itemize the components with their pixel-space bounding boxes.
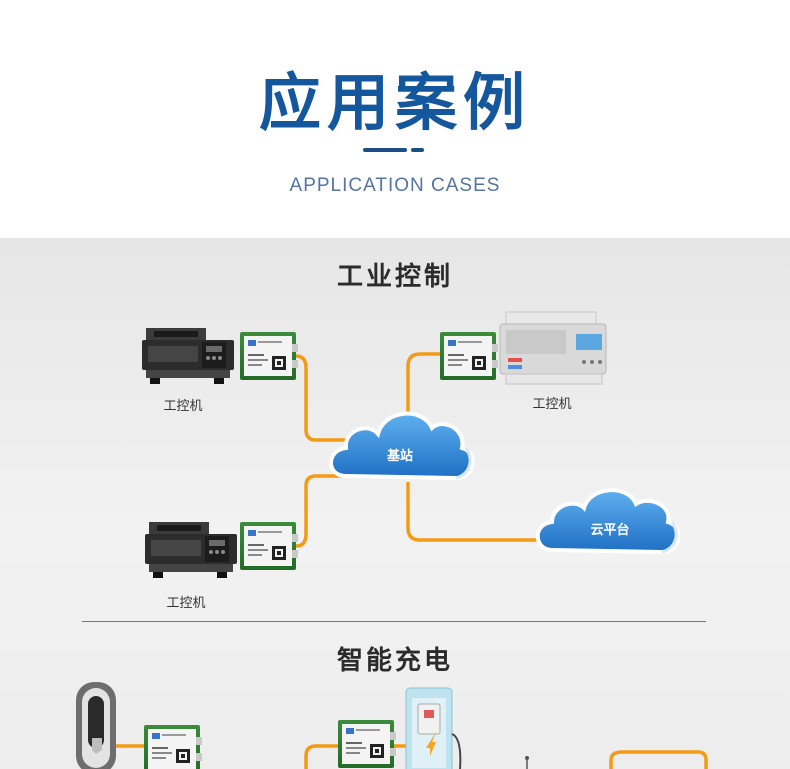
section-divider bbox=[82, 621, 706, 622]
section-title-industrial: 工业控制 bbox=[336, 262, 453, 292]
machine-label-top-right: 工控机 bbox=[532, 397, 572, 412]
base-station-cloud-icon bbox=[329, 411, 475, 481]
section-title-charging: 智能充电 bbox=[336, 646, 453, 676]
diagram-art bbox=[76, 311, 708, 769]
page-subtitle: APPLICATION CASES bbox=[289, 175, 501, 196]
cloud-platform-label: 云平台 bbox=[590, 523, 630, 538]
application-panel: 工业控制 工控机 工控机 工控机 基站 云平台 智能充电 bbox=[0, 238, 790, 769]
charging-station-icon bbox=[405, 687, 462, 769]
title-dash-short bbox=[411, 148, 424, 152]
connection-lines bbox=[295, 352, 546, 548]
machine-label-top-left: 工控机 bbox=[163, 399, 203, 414]
page-title: 应用案例 bbox=[258, 66, 531, 139]
module-icon bbox=[144, 725, 202, 769]
charging-pile-icon bbox=[76, 682, 116, 769]
module-icon bbox=[240, 522, 298, 570]
module-icon bbox=[338, 720, 396, 768]
header: 应用案例 APPLICATION CASES bbox=[0, 0, 790, 238]
module-icon bbox=[440, 332, 498, 380]
module-icon bbox=[240, 332, 298, 380]
antenna-icon bbox=[525, 756, 529, 769]
cloud-platform-icon bbox=[535, 488, 681, 555]
industrial-machine-icon bbox=[499, 311, 607, 385]
industrial-pc-icon bbox=[142, 328, 234, 384]
industrial-pc-icon bbox=[145, 522, 237, 578]
base-station-label: 基站 bbox=[386, 449, 413, 464]
machine-label-bottom-left: 工控机 bbox=[166, 596, 206, 611]
connection-lines-charging bbox=[112, 744, 708, 769]
title-dash-long bbox=[363, 148, 407, 152]
